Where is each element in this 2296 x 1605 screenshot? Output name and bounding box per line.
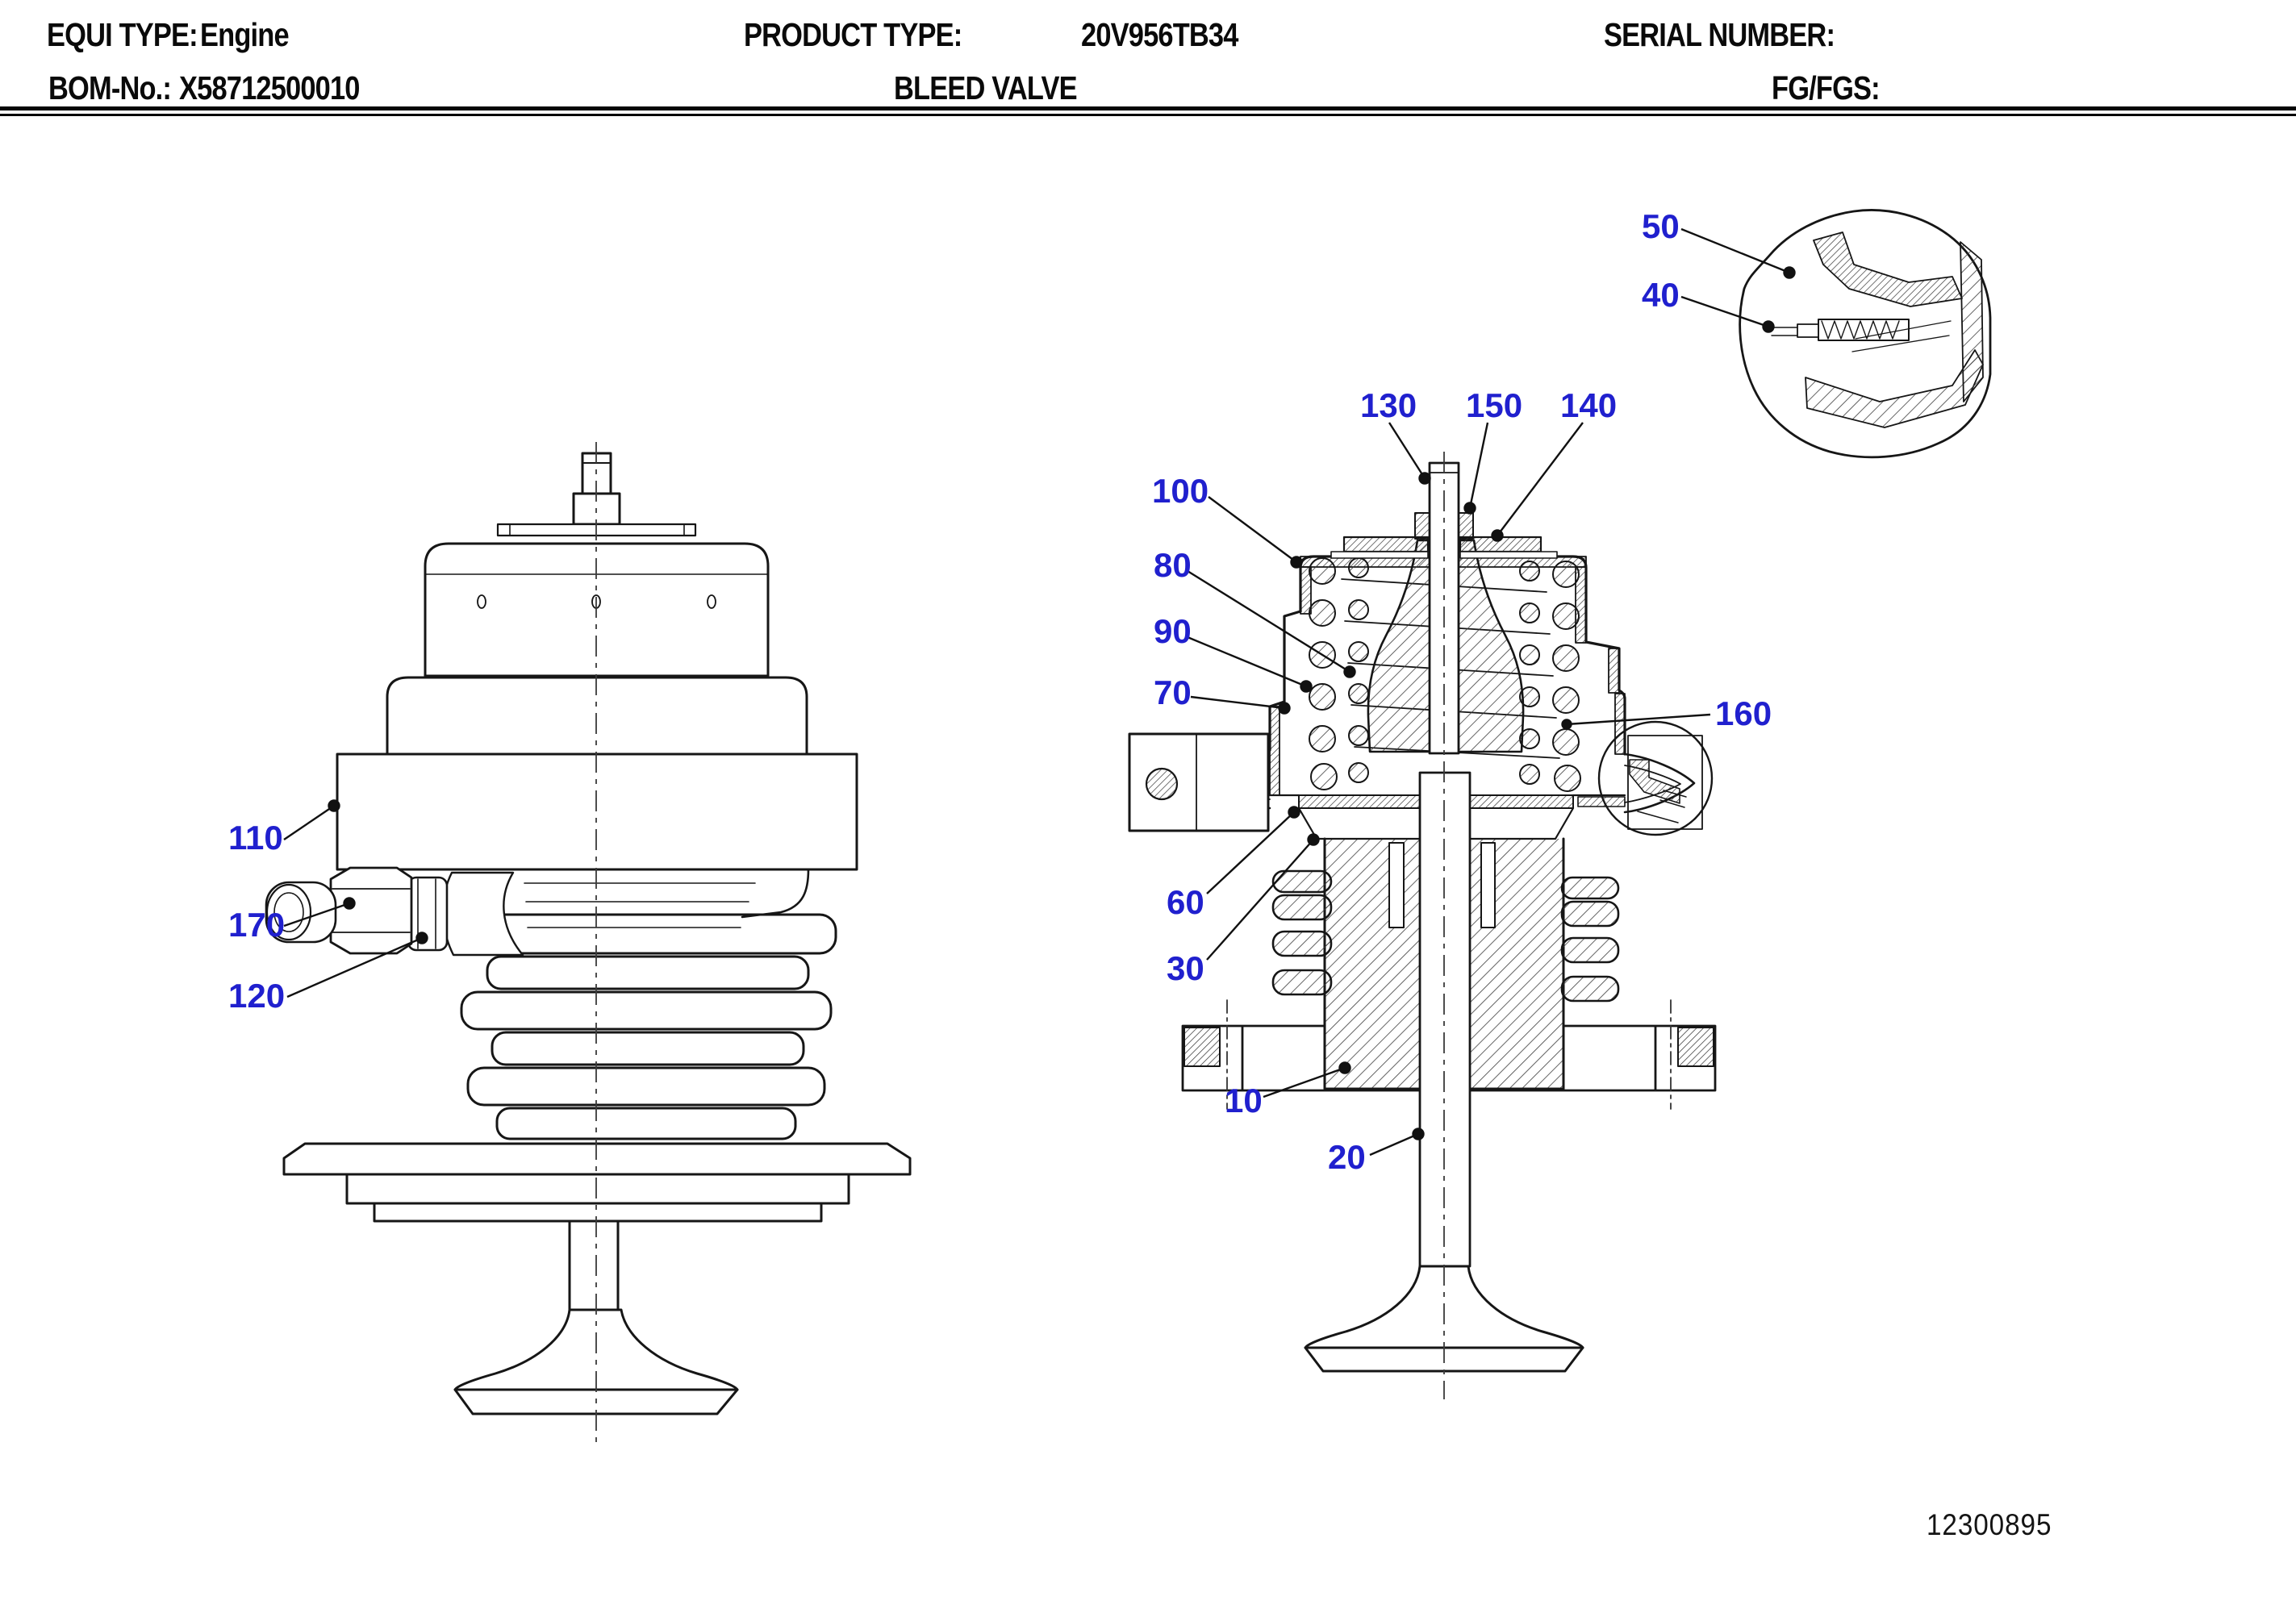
callout-leader-lines <box>283 227 1796 1157</box>
part-callout-150: 150 <box>1466 386 1523 424</box>
drawing-number: 12300895 <box>1927 1508 2052 1541</box>
part-callout-80: 80 <box>1154 546 1192 584</box>
part-callout-30: 30 <box>1167 949 1204 987</box>
product-type-value: 20V956TB34 <box>1081 16 1238 53</box>
page-title: BLEED VALVE <box>894 69 1078 106</box>
part-callout-160: 160 <box>1715 694 1772 732</box>
part-callout-40: 40 <box>1642 276 1680 314</box>
part-callout-130: 130 <box>1360 386 1417 424</box>
detail-inset <box>1739 209 1992 459</box>
centerlines <box>595 442 1445 1444</box>
part-callout-110: 110 <box>228 819 283 857</box>
equi-type-value: Engine <box>200 16 290 53</box>
fg-fgs-label: FG/FGS: <box>1772 69 1881 106</box>
part-callout-10: 10 <box>1225 1082 1263 1119</box>
part-callout-170: 170 <box>228 906 286 944</box>
part-callout-90: 90 <box>1154 612 1192 650</box>
serial-number-label: SERIAL NUMBER: <box>1604 16 1835 53</box>
part-callout-120: 120 <box>228 977 286 1015</box>
part-callout-20: 20 <box>1328 1138 1366 1176</box>
exterior-view <box>265 452 912 1415</box>
product-type-label: PRODUCT TYPE: <box>744 16 962 53</box>
section-view <box>1128 461 1717 1373</box>
part-callout-140: 140 <box>1560 386 1618 424</box>
header-divider <box>0 106 2296 116</box>
part-callout-50: 50 <box>1642 207 1680 245</box>
equi-type-label: EQUI TYPE: <box>47 16 198 53</box>
bom-value: X58712500010 <box>179 69 360 106</box>
bom-label: BOM-No.: <box>48 69 172 106</box>
part-callout-60: 60 <box>1167 883 1204 921</box>
part-callout-70: 70 <box>1154 673 1192 711</box>
part-callout-100: 100 <box>1152 472 1209 510</box>
